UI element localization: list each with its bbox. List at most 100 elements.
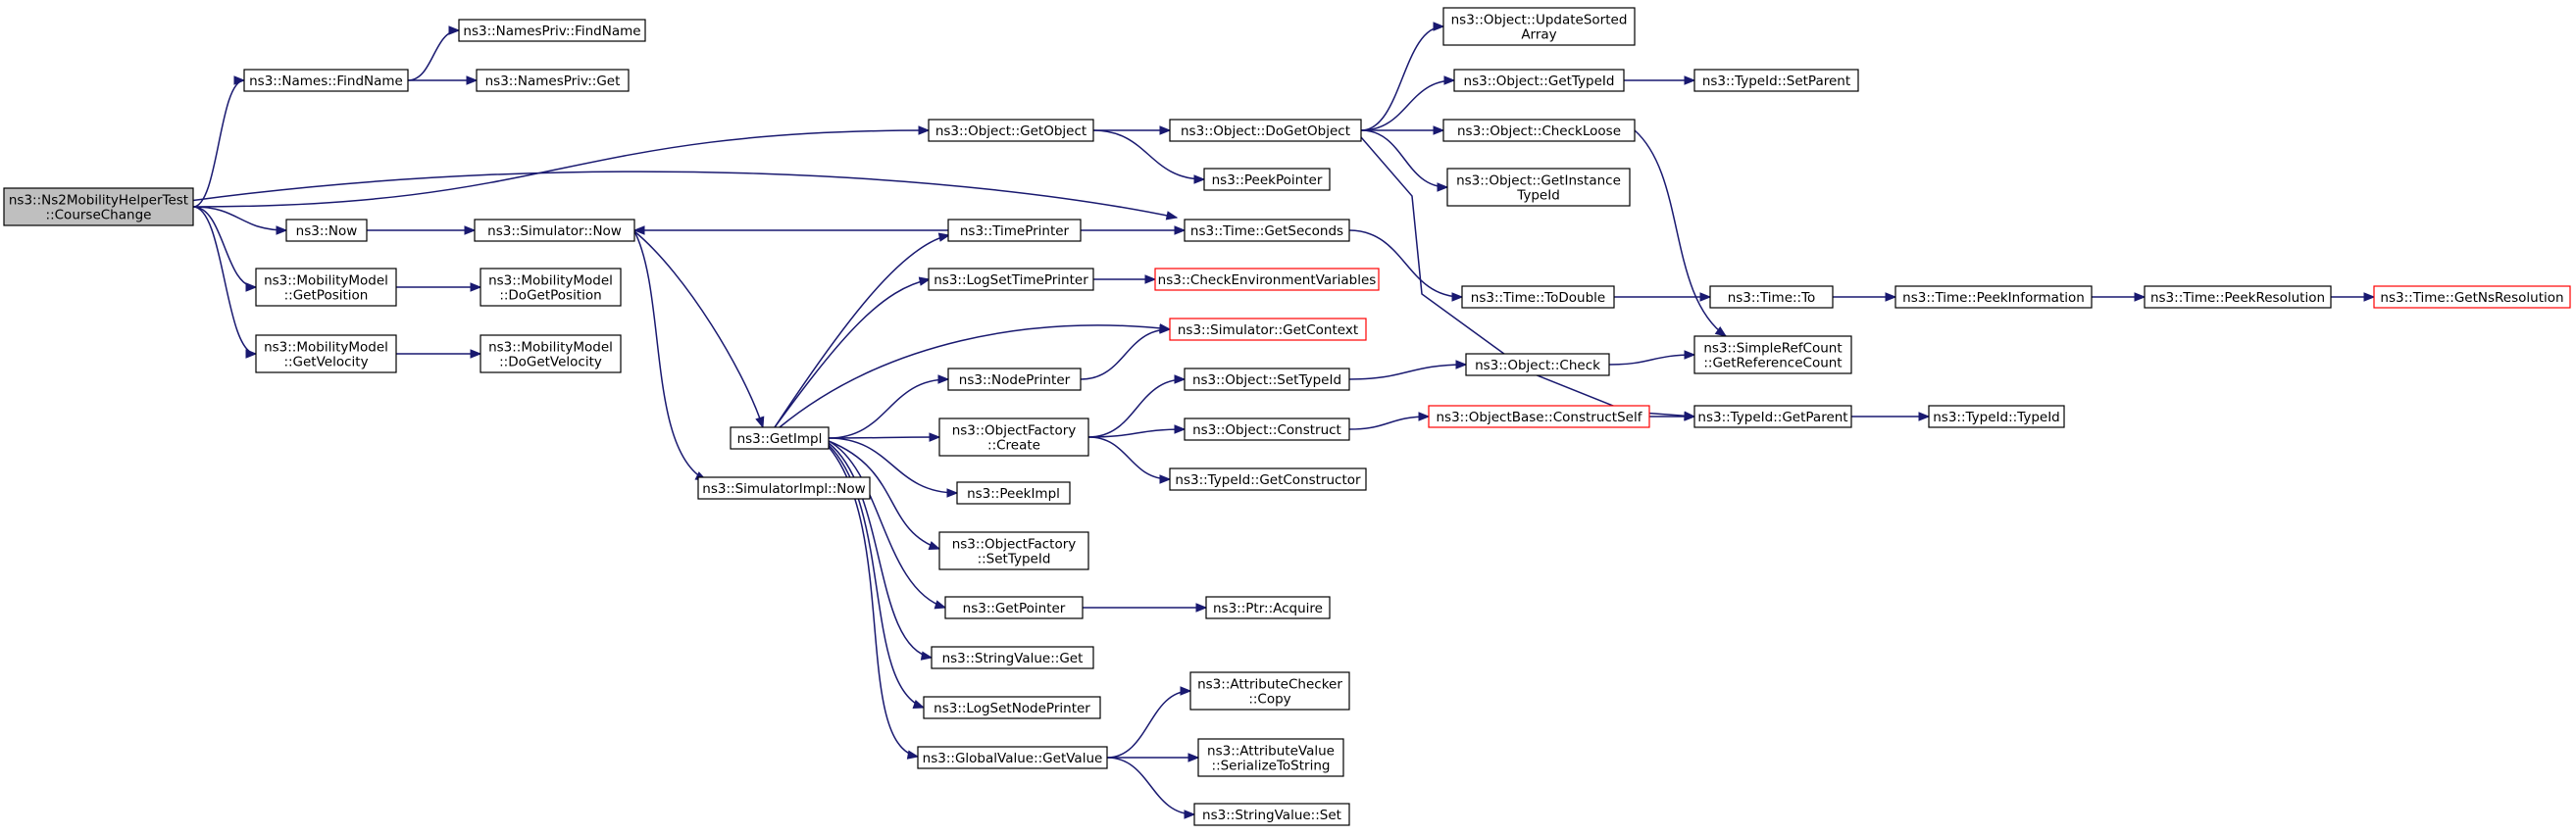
node-mm-dogetvel[interactable]: ns3::MobilityModel::DoGetVelocity — [480, 334, 622, 373]
arrow-head-icon — [937, 374, 950, 384]
edge-now-to-sim-now — [367, 225, 477, 235]
node-timeprinter[interactable]: ns3::TimePrinter — [947, 219, 1082, 242]
node-sim-now[interactable]: ns3::Simulator::Now — [474, 219, 635, 242]
node-mm-getvel[interactable]: ns3::MobilityModel::GetVelocity — [255, 334, 397, 373]
node-stringvalue-get[interactable]: ns3::StringValue::Get — [931, 646, 1094, 669]
node-objfactory-settypeid[interactable]: ns3::ObjectFactory::SetTypeId — [938, 531, 1089, 570]
node-label: ns3::GetPointer — [963, 601, 1066, 616]
node-label: ns3::GlobalValue::GetValue — [923, 751, 1103, 766]
node-attrchecker-copy[interactable]: ns3::AttributeChecker::Copy — [1189, 671, 1350, 711]
edge-time-todouble-to-time-to — [1614, 292, 1712, 302]
node-ptr-acquire[interactable]: ns3::Ptr::Acquire — [1205, 596, 1331, 619]
node-sim-getcontext[interactable]: ns3::Simulator::GetContext — [1169, 318, 1367, 341]
node-obj-settypeid[interactable]: ns3::Object::SetTypeId — [1184, 368, 1350, 391]
arrow-head-icon — [1159, 324, 1172, 334]
node-time-todouble[interactable]: ns3::Time::ToDouble — [1461, 285, 1615, 309]
node-obj-getobject[interactable]: ns3::Object::GetObject — [928, 119, 1094, 142]
node-typeid-setparent[interactable]: ns3::TypeId::SetParent — [1693, 69, 1859, 92]
node-label: ns3::Ptr::Acquire — [1213, 601, 1323, 616]
node-time-getseconds[interactable]: ns3::Time::GetSeconds — [1184, 219, 1350, 242]
node-label: ns3::Object::GetObject — [935, 123, 1086, 139]
arrow-head-icon — [448, 25, 461, 35]
edge-obj-construct-to-objbase-constructself — [1348, 412, 1431, 430]
node-time-getnsres[interactable]: ns3::Time::GetNsResolution — [2373, 285, 2571, 309]
edge-time-getseconds-to-time-todouble — [1348, 229, 1464, 302]
node-label: ns3::Object::SetTypeId — [1192, 372, 1341, 388]
node-box — [931, 646, 1094, 669]
node-label: ns3::Time::GetSeconds — [1190, 223, 1343, 239]
node-mm-dogetpos[interactable]: ns3::MobilityModel::DoGetPosition — [480, 268, 622, 307]
edge-globalvalue-getvalue-to-stringvalue-set — [1106, 757, 1196, 819]
node-names-find[interactable]: ns3::Names::FindName — [243, 69, 409, 92]
node-logsettimeprinter[interactable]: ns3::LogSetTimePrinter — [928, 268, 1094, 291]
edge-typeid-getparent-to-typeid-typeid — [1850, 412, 1931, 421]
edge-line — [828, 440, 940, 550]
node-box — [1693, 69, 1859, 92]
edge-line — [1360, 79, 1455, 131]
node-time-to[interactable]: ns3::Time::To — [1709, 285, 1834, 309]
node-time-peekres[interactable]: ns3::Time::PeekResolution — [2144, 285, 2332, 309]
edge-line — [1087, 436, 1171, 480]
edge-mm-getpos-to-mm-dogetpos — [395, 282, 482, 292]
node-globalvalue-getvalue[interactable]: ns3::GlobalValue::GetValue — [917, 746, 1108, 769]
edges-layer — [188, 22, 2376, 819]
node-label: ns3::LogSetNodePrinter — [934, 701, 1090, 716]
node-label: ns3::GetImpl — [737, 431, 823, 447]
node-label: ns3::CheckEnvironmentVariables — [1158, 272, 1377, 288]
edge-line — [188, 171, 1178, 219]
node-obj-check[interactable]: ns3::Object::Check — [1465, 353, 1610, 376]
arrow-head-icon — [1918, 412, 1931, 421]
node-course[interactable]: ns3::Ns2MobilityHelperTest::CourseChange — [3, 187, 194, 226]
node-box — [1709, 285, 1834, 309]
node-label: ns3::NodePrinter — [959, 372, 1071, 388]
edge-line — [1087, 378, 1186, 438]
node-typeid-getconstructor[interactable]: ns3::TypeId::GetConstructor — [1169, 467, 1367, 491]
node-nodeprinter[interactable]: ns3::NodePrinter — [947, 368, 1082, 391]
edge-line — [1634, 129, 1727, 337]
node-box — [1154, 268, 1380, 291]
node-label: ns3::TypeId::GetConstructor — [1175, 472, 1361, 488]
edge-obj-settypeid-to-obj-check — [1348, 360, 1468, 380]
node-typeid-typeid[interactable]: ns3::TypeId::TypeId — [1928, 405, 2065, 428]
node-box — [1197, 738, 1344, 777]
node-label: ::Copy — [1248, 692, 1290, 708]
edge-getimpl-to-objfactory-create — [828, 432, 941, 442]
node-obj-gettypeid[interactable]: ns3::Object::GetTypeId — [1453, 69, 1625, 92]
arrow-head-icon — [276, 225, 288, 235]
node-checkenv[interactable]: ns3::CheckEnvironmentVariables — [1154, 268, 1380, 291]
edge-getimpl-to-logsettimeprinter — [774, 276, 932, 428]
node-logsetnodeprinter[interactable]: ns3::LogSetNodePrinter — [923, 696, 1101, 719]
edge-course-to-now — [192, 206, 288, 235]
node-box — [697, 476, 871, 500]
node-simimpl-now[interactable]: ns3::SimulatorImpl::Now — [697, 476, 871, 500]
node-getimpl[interactable]: ns3::GetImpl — [730, 426, 830, 450]
node-attrvalue-serialize[interactable]: ns3::AttributeValue::SerializeToString — [1197, 738, 1344, 777]
edge-obj-dogetobject-to-obj-updatesorted — [1360, 22, 1445, 131]
node-obj-dogetobject[interactable]: ns3::Object::DoGetObject — [1169, 119, 1362, 142]
node-label: ns3::Object::Construct — [1192, 422, 1341, 438]
node-getpointer[interactable]: ns3::GetPointer — [944, 596, 1084, 619]
node-namespriv-get[interactable]: ns3::NamesPriv::Get — [476, 69, 630, 92]
node-objfactory-create[interactable]: ns3::ObjectFactory::Create — [938, 418, 1089, 457]
node-peekpointer[interactable]: ns3::PeekPointer — [1203, 168, 1331, 191]
node-mm-getpos[interactable]: ns3::MobilityModel::GetPosition — [255, 268, 397, 307]
node-simplerefcount[interactable]: ns3::SimpleRefCount::GetReferenceCount — [1693, 335, 1852, 374]
edge-line — [1080, 328, 1171, 380]
node-box — [474, 219, 635, 242]
node-now[interactable]: ns3::Now — [285, 219, 368, 242]
arrow-head-icon — [1699, 292, 1712, 302]
node-objbase-constructself[interactable]: ns3::ObjectBase::ConstructSelf — [1428, 405, 1650, 428]
node-typeid-getparent[interactable]: ns3::TypeId::GetParent — [1693, 405, 1852, 428]
node-obj-checkloose[interactable]: ns3::Object::CheckLoose — [1442, 119, 1636, 142]
edge-time-peekres-to-time-getnsres — [2331, 292, 2376, 302]
arrow-head-icon — [1437, 182, 1449, 192]
node-obj-construct[interactable]: ns3::Object::Construct — [1184, 418, 1350, 441]
node-stringvalue-set[interactable]: ns3::StringValue::Set — [1193, 803, 1350, 826]
node-peekimpl[interactable]: ns3::PeekImpl — [956, 481, 1071, 505]
node-namespriv-find[interactable]: ns3::NamesPriv::FindName — [458, 19, 646, 42]
node-time-peekinfo[interactable]: ns3::Time::PeekInformation — [1894, 285, 2093, 309]
edge-sim-now-to-getimpl — [633, 230, 765, 429]
